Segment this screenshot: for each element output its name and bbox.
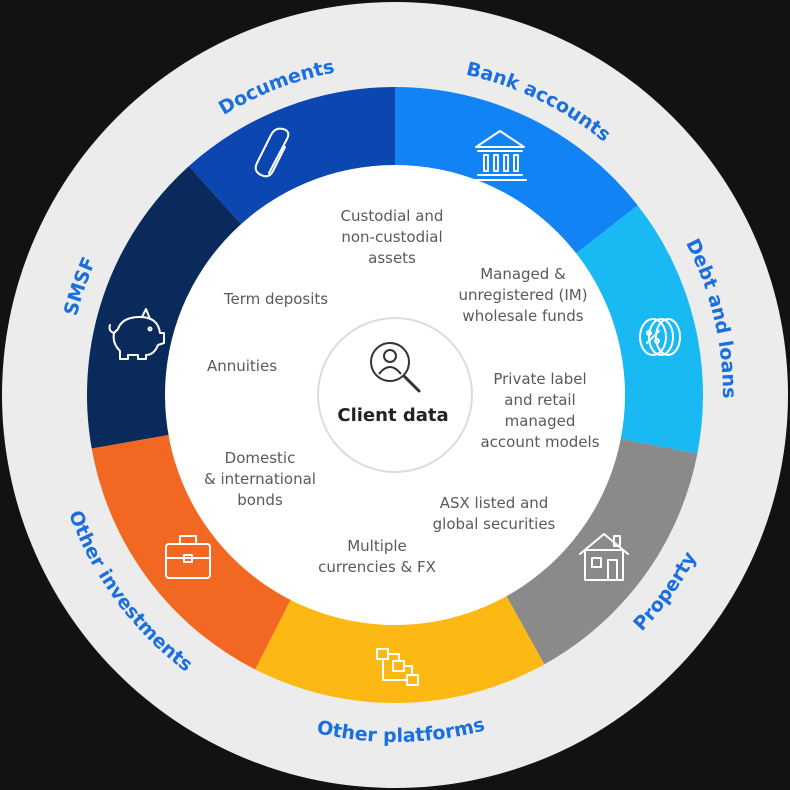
paperclip-icon — [254, 127, 290, 178]
segment-icons — [108, 127, 681, 686]
segment-platforms — [255, 595, 545, 703]
segment-documents — [188, 87, 395, 225]
center-circle — [317, 317, 473, 473]
house-icon — [579, 533, 629, 581]
center-title: Client data — [337, 405, 448, 426]
inner-item-label: Annuities — [207, 357, 277, 375]
segment-smsf — [87, 166, 242, 449]
flowchart-icon — [376, 648, 419, 686]
briefcase-icon — [165, 535, 211, 579]
inner-item-label: Term deposits — [223, 290, 328, 308]
inner-item-label: Managed &unregistered (IM)wholesale fund… — [458, 265, 587, 325]
segment-debt — [575, 205, 704, 454]
piggy-bank-icon — [108, 308, 165, 360]
segment-investments — [91, 434, 292, 670]
bank-icon — [473, 130, 527, 181]
segment-property — [506, 438, 698, 665]
user-search-icon — [370, 342, 421, 393]
segment-ring — [87, 87, 704, 703]
coins-icon — [639, 318, 681, 356]
